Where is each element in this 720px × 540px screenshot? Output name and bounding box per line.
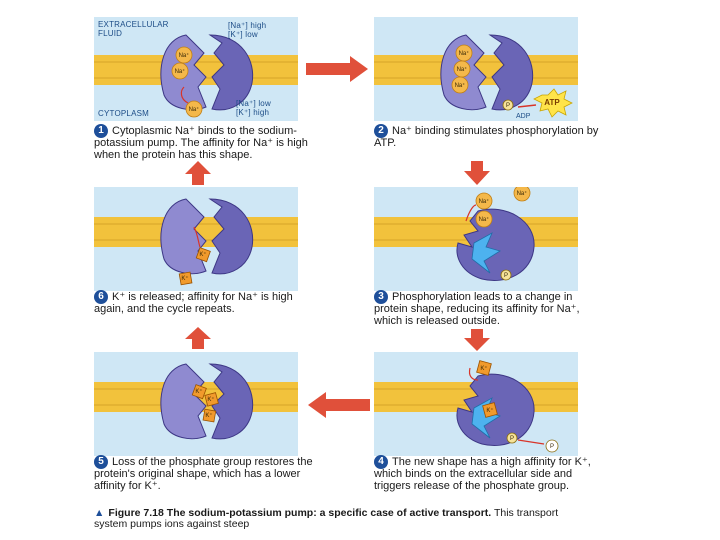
release-arrow [517,439,545,445]
triangle-icon: ▲ [94,507,105,519]
figure-text: This transport system pumps ions against… [94,507,559,530]
svg-text:P: P [550,444,554,450]
svg-text:Na⁺: Na⁺ [455,82,466,89]
k-ion [482,402,498,418]
pump-protein-right [208,34,254,111]
k-low-label: [K⁺] low [228,30,258,39]
release-arrow [465,204,477,222]
k-ion [178,271,193,286]
release-arrow [193,226,201,248]
pump-protein-right [208,363,254,440]
adp-label: ADP [516,113,531,120]
figure-title: The sodium-potassium pump: a specific ca… [166,507,492,519]
na-high-label: [Na⁺] high [228,21,267,30]
k-high-label: [K⁺] high [236,108,270,117]
figure-caption: ▲Figure 7.18 The sodium-potassium pump: … [94,508,584,530]
panel-step-3: Na⁺ Na⁺ Na⁺ P [374,187,578,291]
arrow-down-3-to-4 [464,329,490,351]
step-badge: 3 [374,290,388,304]
phosphate-group [506,432,518,444]
arrow-left-4-to-5 [308,392,370,418]
svg-text:K⁺: K⁺ [195,388,202,395]
panel-step-1: Na⁺ Na⁺ Na⁺ EXTRACELLULAR FLUID [Na⁺] hi… [94,17,298,121]
panel-step-6: K⁺ K⁺ [94,187,298,291]
pump-protein-right [208,198,254,275]
na-ion [513,187,531,202]
step-badge: 2 [374,124,388,138]
phosphate-released [545,439,559,453]
atp-label: ATP [544,98,560,107]
cytoplasm-label: CYTOPLASM [98,109,149,118]
na-ion [475,192,493,210]
binding-arrow [180,86,189,104]
step-badge: 1 [94,124,108,138]
pump-diagram-2: Na⁺ Na⁺ Na⁺ ATP P ADP [374,34,578,120]
arrow-down-2-to-3 [464,161,490,185]
svg-text:K⁺: K⁺ [207,396,214,403]
svg-text:Na⁺: Na⁺ [479,216,490,223]
step-badge: 4 [374,455,388,469]
na-ion [185,100,203,118]
na-ion [475,210,493,228]
figure-label: Figure 7.18 [108,507,164,519]
svg-text:Na⁺: Na⁺ [459,50,470,57]
svg-text:K⁺: K⁺ [486,407,493,414]
svg-text:Na⁺: Na⁺ [179,52,190,59]
pump-diagram-4: K⁺ K⁺ P P [374,360,578,453]
pump-protein-left [160,363,207,440]
svg-text:K⁺: K⁺ [199,251,206,258]
svg-text:K⁺: K⁺ [480,365,487,372]
na-ion [451,76,469,94]
na-ion [175,46,193,64]
phosphate-group [502,99,514,111]
step-badge: 5 [94,455,108,469]
pump-diagram-1: Na⁺ Na⁺ Na⁺ [94,34,298,118]
svg-text:Na⁺: Na⁺ [175,68,186,75]
panel-step-2: Na⁺ Na⁺ Na⁺ ATP P ADP [374,17,578,121]
open-channel [471,232,501,274]
extracellular-label: EXTRACELLULAR FLUID [98,20,169,38]
arrow-up-5-to-6 [185,327,211,349]
panel-step-5: K⁺ K⁺ K⁺ [94,352,298,456]
atp-burst [533,88,573,118]
panel-step-4: K⁺ K⁺ P P [374,352,578,456]
na-low-label: [Na⁺] low [236,99,271,108]
svg-text:Na⁺: Na⁺ [457,66,468,73]
k-ion [476,360,492,376]
na-ion [171,62,189,80]
open-channel [471,397,501,439]
k-ion [202,408,217,423]
k-ion [195,247,211,263]
svg-text:K⁺: K⁺ [205,412,212,419]
svg-text:P: P [506,103,510,109]
pump-diagram-3: Na⁺ Na⁺ Na⁺ P [374,187,578,281]
pump-protein-left [160,198,207,275]
k-ion [191,384,207,400]
binding-arrow [468,367,479,381]
svg-text:Na⁺: Na⁺ [517,190,528,197]
phosphate-group [500,269,512,281]
svg-text:Na⁺: Na⁺ [479,198,490,205]
svg-text:P: P [504,273,508,279]
svg-text:K⁺: K⁺ [181,275,188,282]
step-badge: 6 [94,290,108,304]
pump-diagram-6: K⁺ K⁺ [94,198,298,286]
pump-diagram-5: K⁺ K⁺ K⁺ [94,363,298,440]
phosphorylation-arrow [517,104,537,108]
arrow-right-1-to-2 [306,56,368,82]
k-ion [204,392,219,407]
pump-protein-right [488,34,534,111]
svg-text:Na⁺: Na⁺ [189,106,200,113]
arrow-up-6-to-1 [185,161,211,185]
svg-text:P: P [510,436,514,442]
